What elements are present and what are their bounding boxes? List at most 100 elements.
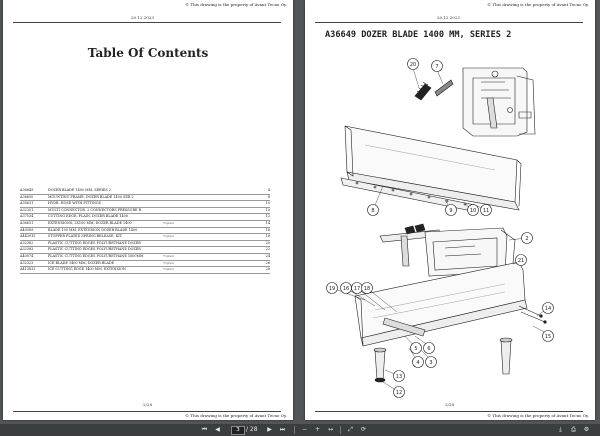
callout-12: 12	[393, 386, 405, 398]
toc-code: A40074	[20, 253, 34, 258]
toc-page-number: 4	[267, 188, 270, 192]
callout-3: 3	[425, 356, 437, 368]
header-property-notice: © This drawing is the property of Avant …	[487, 2, 589, 7]
zoom-in-button[interactable]: +	[314, 426, 321, 433]
fit-page-button[interactable]: ⤢	[348, 426, 353, 433]
toc-note: *Option	[163, 267, 174, 272]
callout-circle	[423, 342, 435, 354]
toc-description: ICE CUTTING EDGE 1400 MM, EXTENSION	[48, 267, 126, 272]
skid-left-drawing	[373, 347, 387, 383]
callout-6: 6	[423, 342, 435, 354]
callout-circle	[515, 254, 527, 266]
callout-number: 19	[329, 286, 335, 292]
print-button[interactable]: ⎙	[571, 426, 576, 433]
header-rule	[315, 22, 583, 23]
blade-drawing	[344, 125, 522, 211]
callout-21: 21	[515, 254, 527, 266]
footer-rule	[315, 411, 583, 412]
part-drawings	[340, 67, 547, 383]
zoom-out-button[interactable]: −	[301, 426, 308, 433]
toc-note: *Option	[163, 220, 174, 225]
callout-circle	[445, 204, 457, 216]
footer-rule	[13, 411, 281, 412]
callout-circle	[407, 58, 419, 70]
rotate-button[interactable]: ⟳	[360, 426, 367, 433]
toc-row[interactable]: A413833 ICE CUTTING EDGE 1400 MM, EXTENSI…	[20, 267, 270, 274]
toc-description: MULTI CONNECTOR, 2 CONNECTORS PRESSURE R	[48, 207, 142, 212]
toc-description: PLASTIC CUTTING EDGES POLYURETHANE DOZER	[48, 240, 141, 245]
toc-code: A32383	[20, 247, 34, 252]
toc-page-number: 14	[265, 220, 270, 225]
toc-description: PLASTIC CUTTING EDGES POLYURETHANE DOZER	[48, 247, 141, 252]
callout-number: 2	[525, 236, 528, 242]
toc-note: *Option	[163, 234, 174, 239]
callout-circle	[542, 330, 554, 342]
toc-row[interactable]: A32351 MULTI CONNECTOR, 2 CONNECTORS PRES…	[20, 208, 270, 215]
callout-13: 13	[393, 370, 405, 382]
toc-page-number: 10	[265, 207, 270, 212]
callout-14: 14	[542, 302, 554, 314]
toc-page-number: 10	[265, 201, 270, 206]
toc-description: CUTTING EDGE, PLAIN, DOZER BLADE 1400	[48, 214, 128, 219]
pdf-viewer-toolbar: ⏮ ◀ 3 / 28 ▶ ⏭ − + ↔ ⤢ ⟳ ⤓ ⎙ ⚙	[0, 424, 600, 436]
toc-page-number: 18	[265, 234, 270, 239]
toolbar-divider	[340, 426, 341, 434]
footer-property-notice: © This drawing is the property of Avant …	[185, 413, 287, 418]
bolt-set-drawing	[382, 305, 547, 337]
next-page-button[interactable]: ▶	[267, 426, 272, 433]
callout-number: 5	[414, 346, 417, 352]
callout-20: 20	[407, 58, 419, 70]
callout-number: 8	[371, 208, 374, 214]
callout-circle	[361, 282, 373, 294]
toc-code: A36650	[20, 194, 34, 199]
callout-circle	[431, 60, 443, 72]
pdf-page-3: © This drawing is the property of Avant …	[305, 0, 595, 420]
settings-gear-icon[interactable]: ⚙	[583, 426, 590, 433]
toc-page-number: 20	[265, 240, 270, 245]
callout-circle	[412, 356, 424, 368]
callout-10: 10	[467, 204, 479, 216]
first-page-button[interactable]: ⏮	[201, 426, 208, 433]
callout-19: 19	[326, 282, 338, 294]
fit-width-button[interactable]: ↔	[327, 426, 334, 433]
toc-row[interactable]: A37534 CUTTING EDGE, PLAIN, DOZER BLADE 1…	[20, 214, 270, 221]
previous-page-button[interactable]: ◀	[215, 426, 220, 433]
callout-number: 21	[518, 258, 524, 264]
callout-circle	[521, 232, 533, 244]
last-page-button[interactable]: ⏭	[279, 426, 286, 433]
download-button[interactable]: ⤓	[559, 426, 562, 433]
drawing-title: A36649 DOZER BLADE 1400 MM, SERIES 2	[325, 30, 512, 40]
toc-description: ICE BLADE 1400 MM, DOZER BLADE	[48, 260, 115, 265]
toc-row[interactable]: A40074 PLASTIC CUTTING EDGES POLYURETHANE…	[20, 254, 270, 261]
toc-description: PLASTIC CUTTING EDGES POLYURETHANE 1800M…	[48, 253, 144, 258]
toc-page-number: 26	[265, 260, 270, 265]
toc-page-number: 12	[265, 214, 270, 219]
pdf-page-2: © This drawing is the property of Avant …	[3, 0, 293, 420]
toc-code: A32351	[20, 207, 34, 212]
callout-circle	[467, 204, 479, 216]
page-number-input[interactable]: 3	[231, 426, 245, 435]
toc-code: A413833	[20, 267, 36, 272]
callout-number: 17	[354, 286, 360, 292]
footer-page-number: 3/28	[445, 402, 454, 407]
toc-page-number: 8	[267, 194, 270, 199]
footer-page-number: 2/28	[143, 402, 152, 407]
callout-number: 11	[483, 208, 489, 214]
callout-5: 5	[410, 342, 422, 354]
toc-description: EXTENSIONS, 2X100 MM, DOZER BLADE 1400	[48, 220, 132, 225]
callout-number: 7	[435, 64, 438, 70]
toc-row[interactable]: A32383 PLASTIC CUTTING EDGES POLYURETHANE…	[20, 247, 270, 254]
callout-15: 15	[542, 330, 554, 342]
toc-code: A32323	[20, 260, 34, 265]
toc-description: DOZER BLADE 1400 MM, SERIES 2	[48, 188, 111, 192]
toc-code: A37534	[20, 214, 34, 219]
